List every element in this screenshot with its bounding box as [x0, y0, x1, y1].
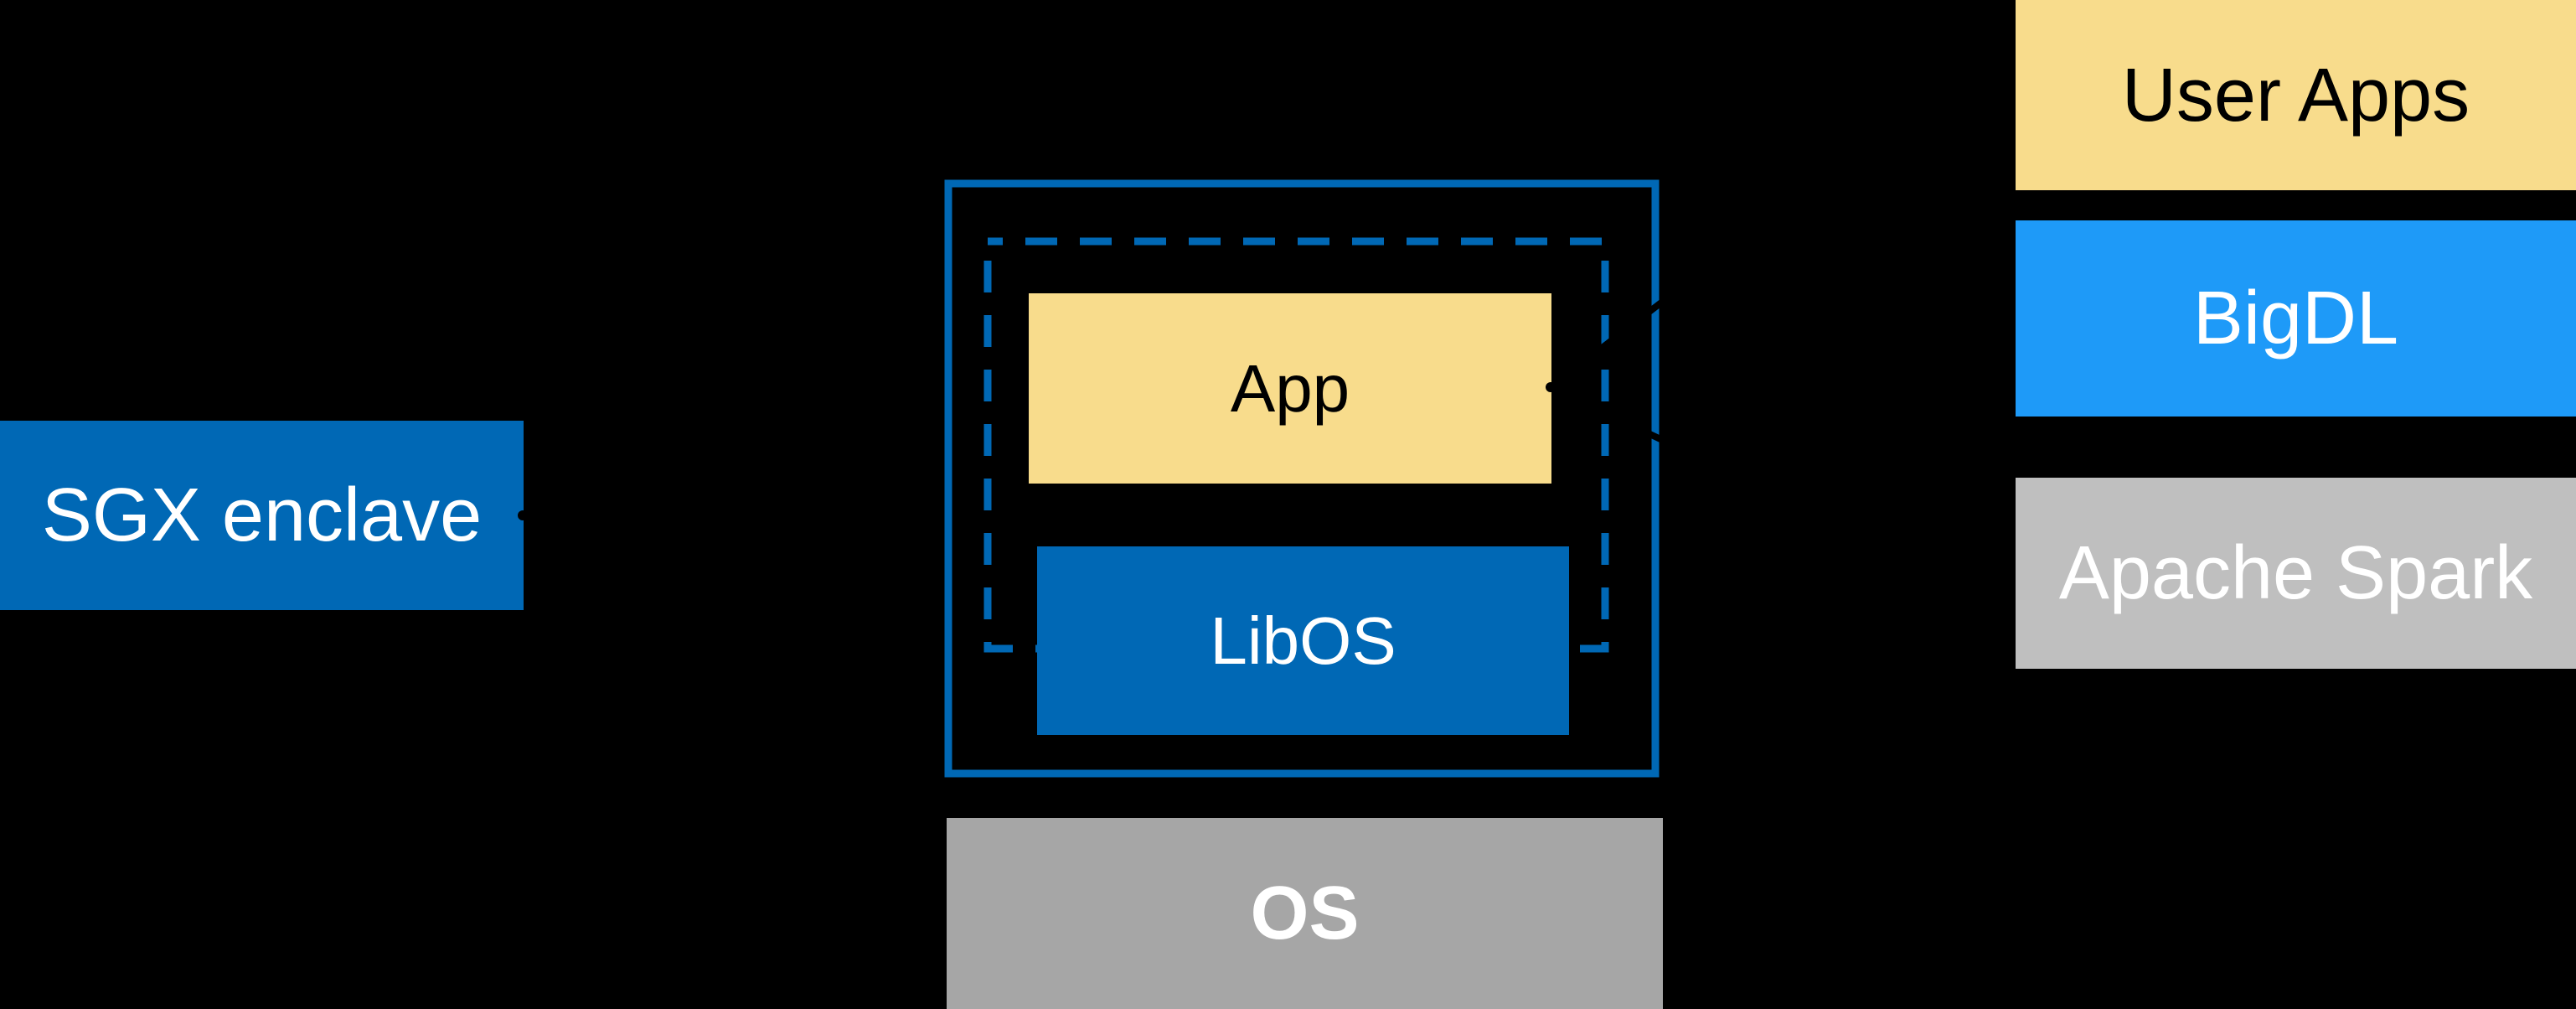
- user-apps-label: User Apps: [2121, 53, 2470, 137]
- sgx-enclave-box: SGX enclave: [0, 421, 524, 610]
- app-box: App: [1029, 293, 1551, 484]
- apache-spark-box: Apache Spark: [2016, 478, 2576, 669]
- libos-label: LibOS: [1210, 603, 1396, 678]
- bigdl-box: BigDL: [2016, 220, 2576, 417]
- connector-dot-app: [1546, 382, 1556, 392]
- connector-dot-sgx: [518, 510, 528, 520]
- libos-box: LibOS: [1037, 546, 1569, 735]
- app-label: App: [1230, 350, 1350, 426]
- sgx-enclave-label: SGX enclave: [41, 473, 483, 557]
- enclave-outer-border: [944, 179, 1660, 778]
- enclave-dashed-border: [983, 237, 1609, 653]
- connector-app-to-user-apps: [1548, 30, 2016, 391]
- bigdl-label: BigDL: [2192, 277, 2399, 360]
- connector-app-to-apache-spark: [1549, 384, 2015, 609]
- os-label: OS: [1250, 872, 1360, 955]
- user-apps-box: User Apps: [2016, 0, 2576, 190]
- apache-spark-label: Apache Spark: [2058, 531, 2533, 615]
- os-box: OS: [947, 818, 1663, 1009]
